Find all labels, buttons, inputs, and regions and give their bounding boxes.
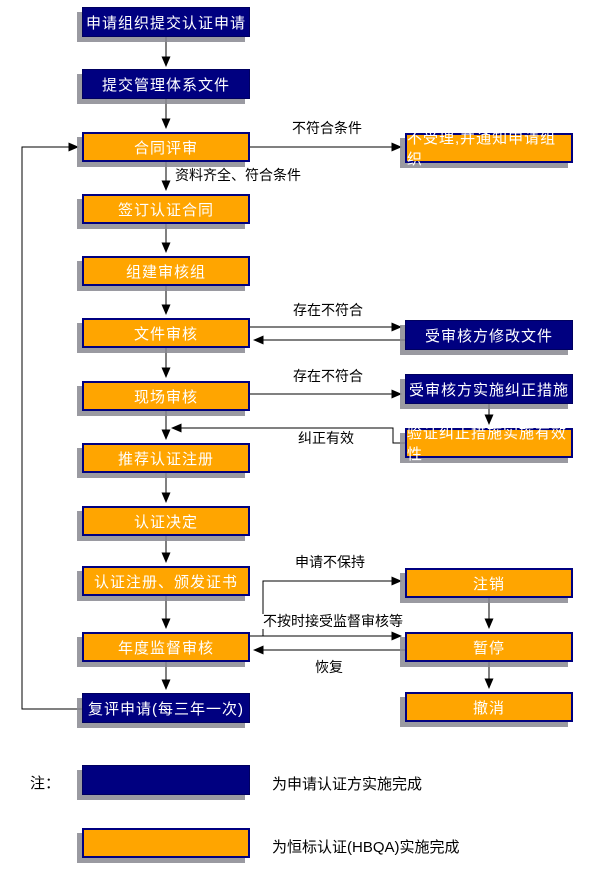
edge-label-correction-effective: 纠正有效: [297, 430, 355, 446]
legend-text-hbqa: 为恒标认证(HBQA)实施完成: [272, 839, 460, 856]
edge-label-materials-complete: 资料齐全、符合条件: [174, 167, 302, 183]
node-recommend-registration: 推荐认证注册: [82, 443, 250, 473]
node-register-issue-certificate: 认证注册、颁发证书: [82, 566, 250, 596]
node-submit-system-documents: 提交管理体系文件: [82, 69, 250, 99]
node-sign-contract: 签订认证合同: [82, 194, 250, 224]
node-auditee-revise-documents: 受审核方修改文件: [405, 320, 573, 350]
node-cancellation: 注销: [405, 568, 573, 598]
node-submit-application: 申请组织提交认证申请: [82, 7, 250, 37]
legend-swatch-orange: [82, 828, 250, 858]
node-suspension: 暂停: [405, 632, 573, 662]
edge-label-recovery: 恢复: [314, 659, 344, 675]
edge-label-not-maintain: 申请不保持: [294, 554, 366, 570]
node-verify-corrective-actions: 验证纠正措施实施有效性: [405, 425, 573, 463]
edge-label-not-qualified: 不符合条件: [291, 120, 363, 136]
edge-label-nonconformity-site: 存在不符合: [292, 368, 364, 384]
node-site-audit: 现场审核: [82, 381, 250, 411]
node-contract-review: 合同评审: [82, 132, 250, 162]
node-document-audit: 文件审核: [82, 318, 250, 348]
node-form-audit-team: 组建审核组: [82, 256, 250, 286]
edge-label-nonconformity-doc: 存在不符合: [292, 302, 364, 318]
node-withdrawal: 撤消: [405, 692, 573, 722]
legend-swatch-navy: [82, 765, 250, 795]
node-reassessment-application: 复评申请(每三年一次): [82, 693, 250, 723]
node-certification-decision: 认证决定: [82, 506, 250, 536]
node-auditee-corrective-actions: 受审核方实施纠正措施: [405, 374, 573, 404]
legend-text-applicant: 为申请认证方实施完成: [272, 776, 423, 793]
legend-note-label: 注：: [30, 775, 61, 792]
node-reject-notify: 不受理,并通知申请组织: [405, 130, 573, 168]
edge-label-miss-surveillance: 不按时接受监督审核等: [262, 613, 404, 629]
node-annual-surveillance-audit: 年度监督审核: [82, 632, 250, 662]
